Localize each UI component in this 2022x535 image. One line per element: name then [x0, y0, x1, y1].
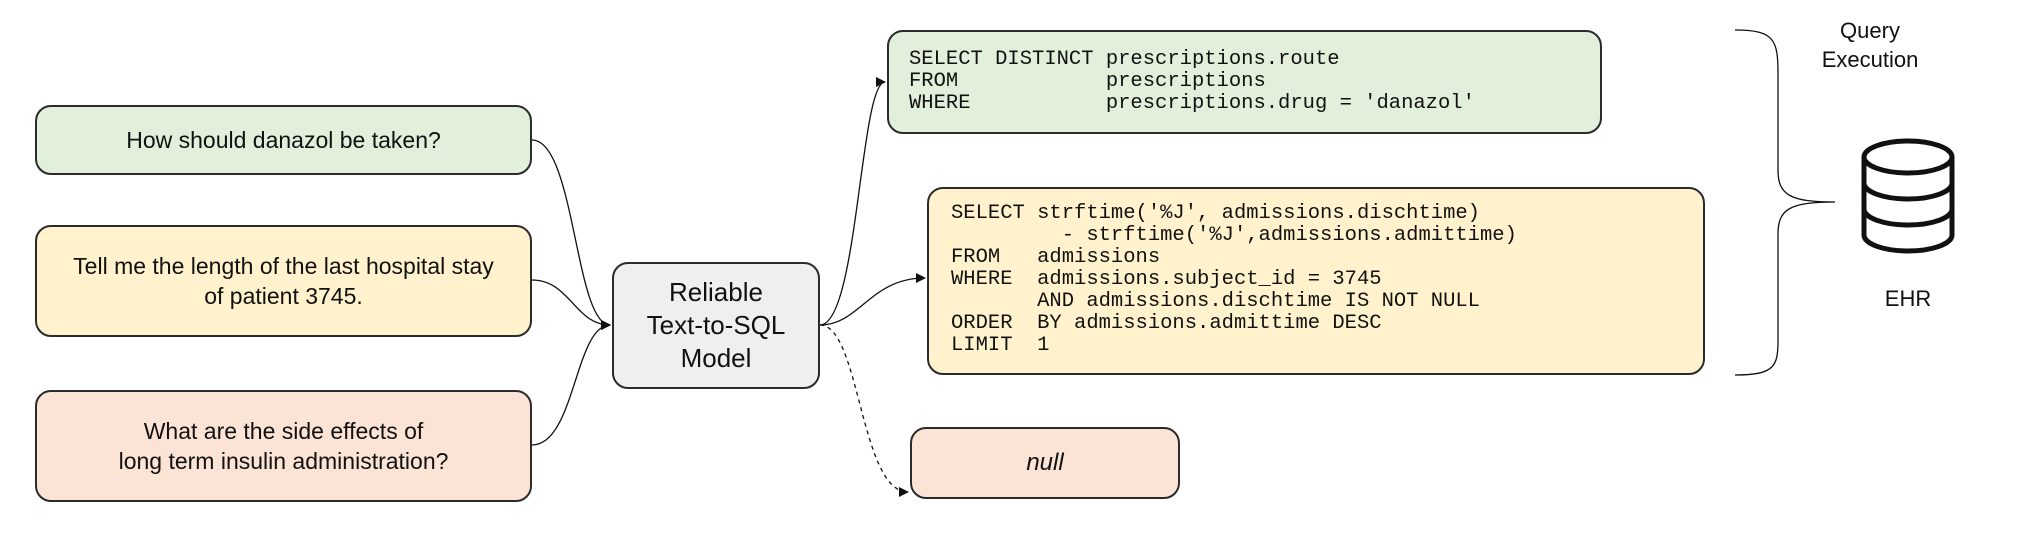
ehr-label: EHR: [1884, 286, 1932, 311]
database-icon: [1861, 138, 1955, 254]
sql-code-2: SELECT strftime('%J', admissions.dischti…: [951, 202, 1517, 357]
query-execution-label: Query Execution: [1821, 18, 1919, 72]
arrow-model-to-null: [819, 324, 909, 497]
null-output: null: [910, 427, 1180, 499]
arrow-question-2-to-model: [531, 279, 611, 330]
arrow-question-3-to-model: [531, 320, 611, 446]
sql-output-1: SELECT DISTINCT prescriptions.route FROM…: [887, 30, 1602, 134]
arrow-model-to-sql-1: [819, 77, 886, 326]
question-box-1: How should danazol be taken?: [35, 105, 532, 175]
arrow-model-to-sql-2: [819, 273, 926, 326]
arrow-question-1-to-model: [531, 139, 611, 330]
sql-code-1: SELECT DISTINCT prescriptions.route FROM…: [909, 48, 1475, 115]
text-to-sql-model: Reliable Text-to-SQL Model: [612, 262, 820, 389]
question-box-3: What are the side effects of long term i…: [35, 390, 532, 502]
question-box-2: Tell me the length of the last hospital …: [35, 225, 532, 337]
sql-output-2: SELECT strftime('%J', admissions.dischti…: [927, 187, 1705, 375]
brace: [1734, 29, 1836, 376]
